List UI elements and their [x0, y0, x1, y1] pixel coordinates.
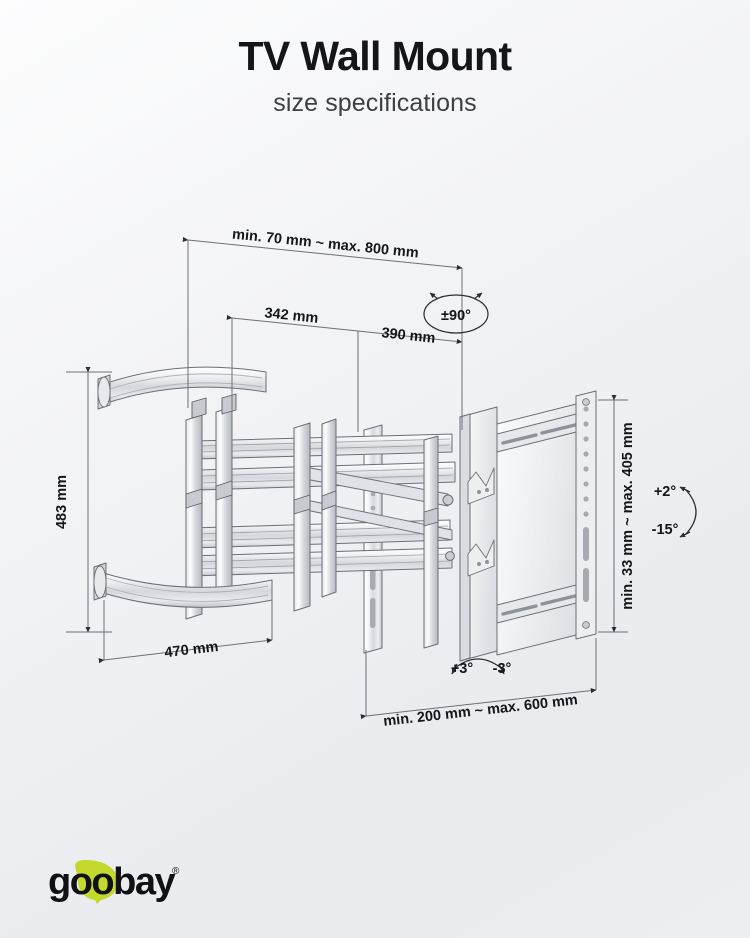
- logo-wordmark: goobay: [48, 861, 175, 903]
- label-vesa-width-range: min. 200 mm ~ max. 600 mm: [383, 692, 579, 730]
- dimension-vesa-width-range: [360, 638, 597, 720]
- angle-swivel-rotation-symbol: [423, 292, 489, 430]
- wall-bracket-column: [459, 406, 498, 662]
- bottom-tv-rail: [93, 562, 273, 608]
- page-title: TV Wall Mount: [238, 33, 512, 79]
- label-bracket-height: 483 mm: [54, 475, 70, 529]
- label-arm-segment-a: 342 mm: [264, 305, 319, 326]
- dimension-annotations: [66, 236, 697, 720]
- page-subtitle: size specifications: [273, 89, 477, 118]
- page-header: TV Wall Mount size specifications: [0, 33, 750, 118]
- label-arm-segment-b: 390 mm: [381, 325, 436, 347]
- logo-registered-mark: ®: [172, 866, 180, 877]
- angle-tilt-arc-symbol: [679, 486, 697, 538]
- product-illustration: [93, 366, 597, 662]
- label-tilt-up: +2°: [654, 484, 677, 500]
- pivot-tubes: [185, 406, 337, 620]
- label-bracket-width: 470 mm: [164, 639, 220, 661]
- logo-bubble-shape: [75, 860, 118, 904]
- label-extension-range: min. 70 mm ~ max. 800 mm: [231, 227, 419, 262]
- brand-logo: goobay ®: [48, 858, 238, 904]
- lower-arm-assembly: [189, 519, 453, 577]
- label-swivel-rotation: ±90°: [441, 308, 471, 324]
- label-level-adjust-minus: -3°: [493, 661, 512, 677]
- goobay-logo-mark: goobay ®: [48, 860, 180, 904]
- dimension-wall-distance-range: [598, 394, 628, 633]
- top-tv-rail: [97, 366, 267, 419]
- angle-level-arc-symbol: [451, 658, 505, 675]
- support-strut: [299, 465, 455, 561]
- dimension-arm-segment-b: [357, 330, 463, 420]
- label-wall-distance-range: min. 33 mm ~ max. 405 mm: [620, 422, 636, 609]
- label-level-adjust-plus: +3°: [451, 661, 474, 677]
- label-tilt-down: -15°: [652, 522, 679, 538]
- dimension-bracket-width: [98, 588, 273, 664]
- dimension-arm-segment-a: [226, 314, 359, 432]
- rear-tube: [423, 435, 439, 649]
- wall-plate: [496, 390, 597, 656]
